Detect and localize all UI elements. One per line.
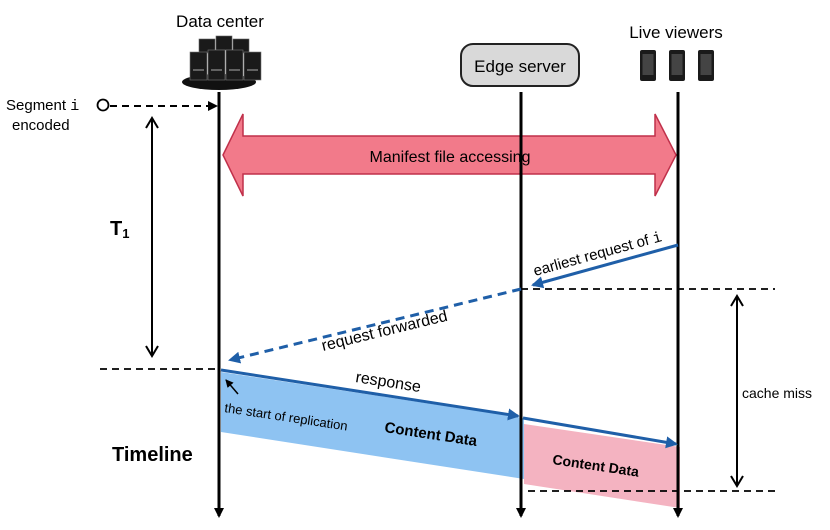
earliest-request-arrow — [531, 243, 679, 289]
segment-start-circle — [96, 98, 110, 112]
edge-server-box: Edge server — [460, 43, 580, 87]
segment-label-line1: Segment i — [6, 97, 79, 115]
cache-miss-arrow-top — [730, 294, 744, 307]
cache-miss-label: cache miss — [742, 385, 812, 401]
phones-icon — [640, 50, 714, 81]
server-cluster-icon — [182, 35, 262, 90]
t1-label: T1 — [110, 218, 129, 241]
cache-miss-arrow-bottom — [730, 475, 744, 488]
request-forwarded-label: request forwarded — [320, 308, 449, 355]
edge-server-label: Edge server — [474, 57, 566, 76]
segment-label-line2: encoded — [12, 117, 70, 134]
content-data-pink-block — [524, 424, 680, 508]
manifest-double-arrow: Manifest file accessing — [222, 113, 677, 197]
content-data-blue-block — [221, 372, 524, 479]
request-forwarded-arrow — [228, 287, 522, 364]
live-viewers-label: Live viewers — [629, 23, 723, 42]
t1-arrow-bottom — [145, 345, 159, 358]
manifest-label: Manifest file accessing — [370, 149, 531, 166]
data-center-label: Data center — [176, 12, 264, 31]
replication-pointer-arrow — [225, 379, 239, 395]
t1-arrow-top — [145, 116, 159, 129]
timeline-label: Timeline — [112, 444, 193, 466]
response-arrow-2 — [522, 416, 678, 449]
response-arrow-1 — [220, 368, 520, 421]
